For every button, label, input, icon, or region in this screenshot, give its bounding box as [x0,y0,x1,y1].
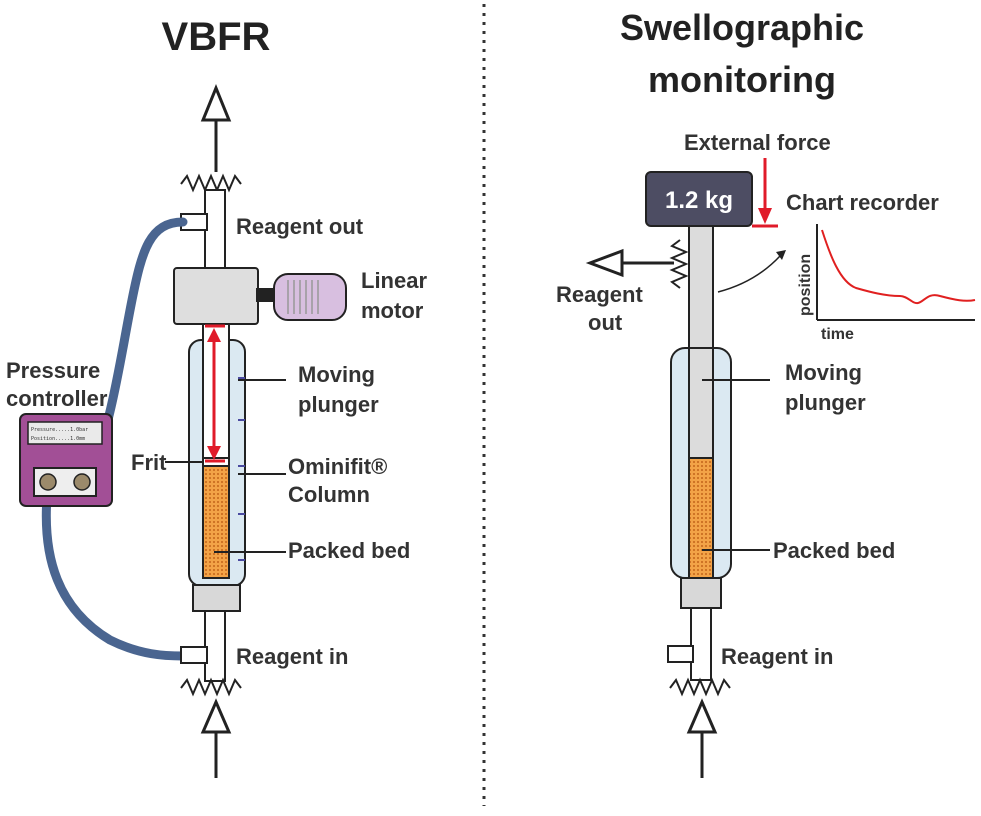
swell-inlet-t [667,645,694,663]
signal-arrow [717,255,781,293]
left-leader-lines [165,379,286,553]
label-moving-plunger-2: plunger [298,392,379,417]
label-swell-reagent-out-1: Reagent [556,282,643,307]
plunger-rod [202,323,230,461]
label-linear-motor-2: motor [361,298,424,323]
label-swell-packed-bed: Packed bed [773,538,895,563]
label-swell-moving-plunger-1: Moving [785,360,862,385]
pressure-controller [19,413,113,507]
linear-motor [273,273,347,321]
swell-zigzag-bottom [669,677,731,697]
label-column-1: Ominifit® [288,454,387,479]
inlet-t-junction [180,646,208,664]
inlet-arrow [200,698,232,778]
controller-display [27,421,103,445]
label-column-2: Column [288,482,370,507]
chart-trace [821,229,976,305]
column-graduations [238,377,245,561]
external-force-arrow [752,158,778,228]
packed-bed [202,465,230,579]
right-title-2: monitoring [648,59,836,100]
display-line-1: Pressure.....1.0bar [31,427,88,433]
label-pressure-controller-1: Pressure [6,358,100,383]
signal-arrow-head [776,250,786,260]
outlet-arrow [200,84,232,172]
label-swell-moving-plunger-2: plunger [785,390,866,415]
weight-label: 1.2 kg [665,187,733,214]
swell-endcap [680,577,722,609]
chart-ylabel: position [797,254,814,316]
right-title-1: Swellographic [620,7,864,48]
label-swell-reagent-in: Reagent in [721,644,833,669]
motor-shaft [256,288,276,302]
fitting-zigzag-bottom [180,677,242,697]
label-reagent-in: Reagent in [236,644,348,669]
column-endcap [192,584,241,612]
right-leader-lines [702,379,770,551]
label-linear-motor-1: Linear [361,268,427,293]
stroke-arrow-red [205,324,225,463]
label-chart-recorder: Chart recorder [786,190,939,215]
chart-recorder [816,224,976,321]
label-frit: Frit [131,450,167,475]
label-external-force: External force [684,130,831,155]
label-packed-bed: Packed bed [288,538,410,563]
label-moving-plunger-1: Moving [298,362,375,387]
left-title: VBFR [162,15,271,59]
label-pressure-controller-2: controller [6,386,108,411]
fitting-zigzag-top [180,173,242,193]
label-reagent-out: Reagent out [236,214,364,239]
chart-xlabel: time [821,326,854,343]
swell-inlet-pipe [690,607,712,681]
swell-packed-bed [688,457,714,579]
display-line-2: Position.....1.0mm [31,436,85,442]
motor-housing [173,267,259,325]
swell-zigzag-side [669,239,689,289]
swell-plunger-inner [688,347,714,459]
label-swell-reagent-out-2: out [588,310,623,335]
swell-outlet-arrow [585,248,674,278]
swell-inlet-arrow [686,698,718,778]
pressure-tube-lower [41,481,188,661]
